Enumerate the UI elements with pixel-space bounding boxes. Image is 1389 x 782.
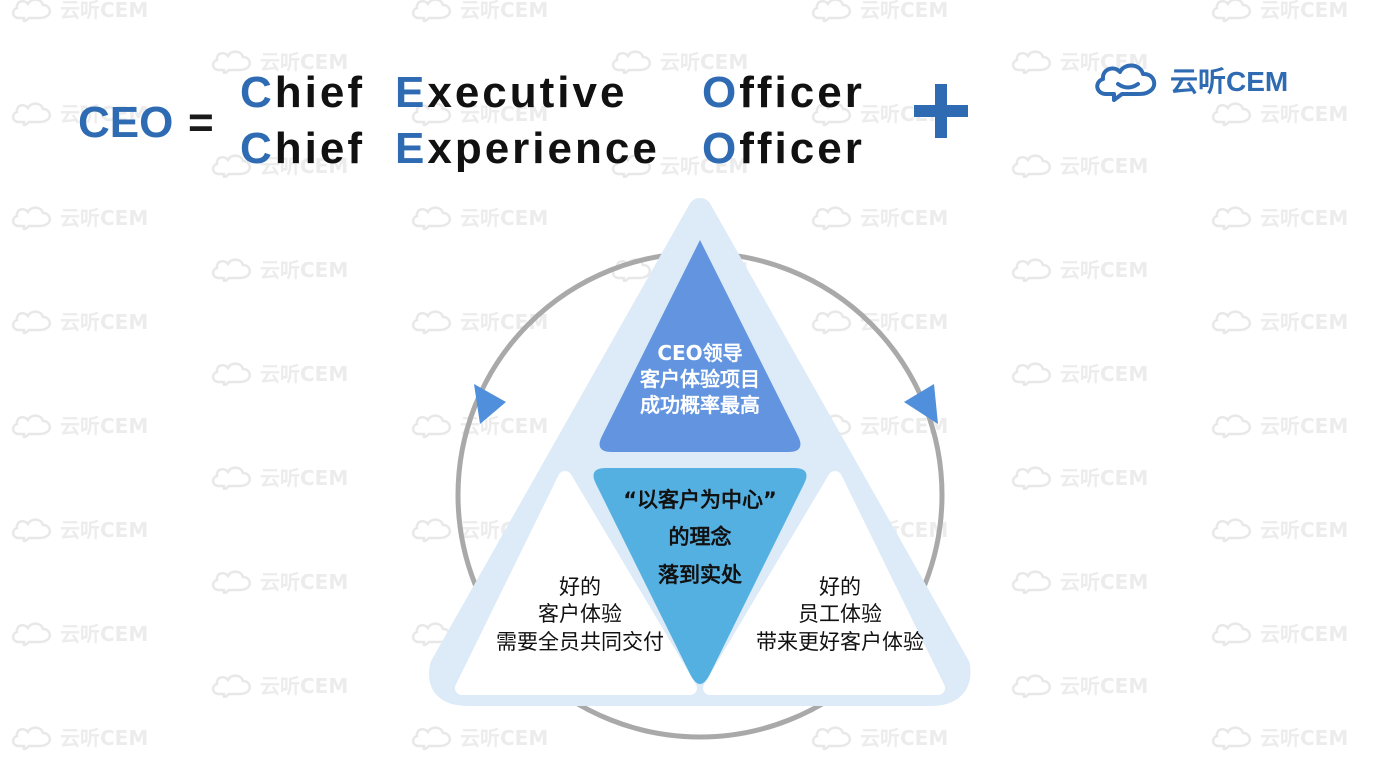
cloud-icon bbox=[1095, 63, 1157, 102]
word-executive: Executive bbox=[395, 68, 628, 117]
formula-title: CEO = Chief Executive Officer Chief Expe… bbox=[0, 0, 1389, 190]
ceo-label: CEO bbox=[78, 98, 174, 147]
word-chief: Chief bbox=[240, 68, 366, 117]
right-corner-text: 好的 员工体验 带来更好客户体验 bbox=[756, 575, 924, 654]
plus-icon bbox=[914, 84, 968, 138]
top-triangle bbox=[599, 240, 801, 452]
left-inner-triangle bbox=[455, 471, 697, 695]
left-corner-text: 好的 客户体验 需要全员共同交付 bbox=[496, 575, 664, 654]
word-officer: Officer bbox=[702, 124, 865, 173]
top-triangle-text: CEO领导 客户体验项目 成功概率最高 bbox=[640, 341, 760, 417]
right-inner-triangle bbox=[703, 471, 945, 695]
brand-logo: 云听CEM bbox=[1092, 58, 1288, 102]
left-cycle-arrow bbox=[474, 384, 506, 424]
center-triangle-text: “以客户为中心” 的理念 落到实处 bbox=[623, 488, 777, 587]
brand-name: 云听CEM bbox=[1170, 66, 1289, 97]
word-experience: Experience bbox=[395, 124, 660, 173]
equals-sign: = bbox=[188, 98, 214, 147]
word-officer: Officer bbox=[702, 68, 865, 117]
right-cycle-arrow bbox=[904, 384, 938, 424]
word-chief: Chief bbox=[240, 124, 366, 173]
center-triangle bbox=[593, 468, 807, 684]
